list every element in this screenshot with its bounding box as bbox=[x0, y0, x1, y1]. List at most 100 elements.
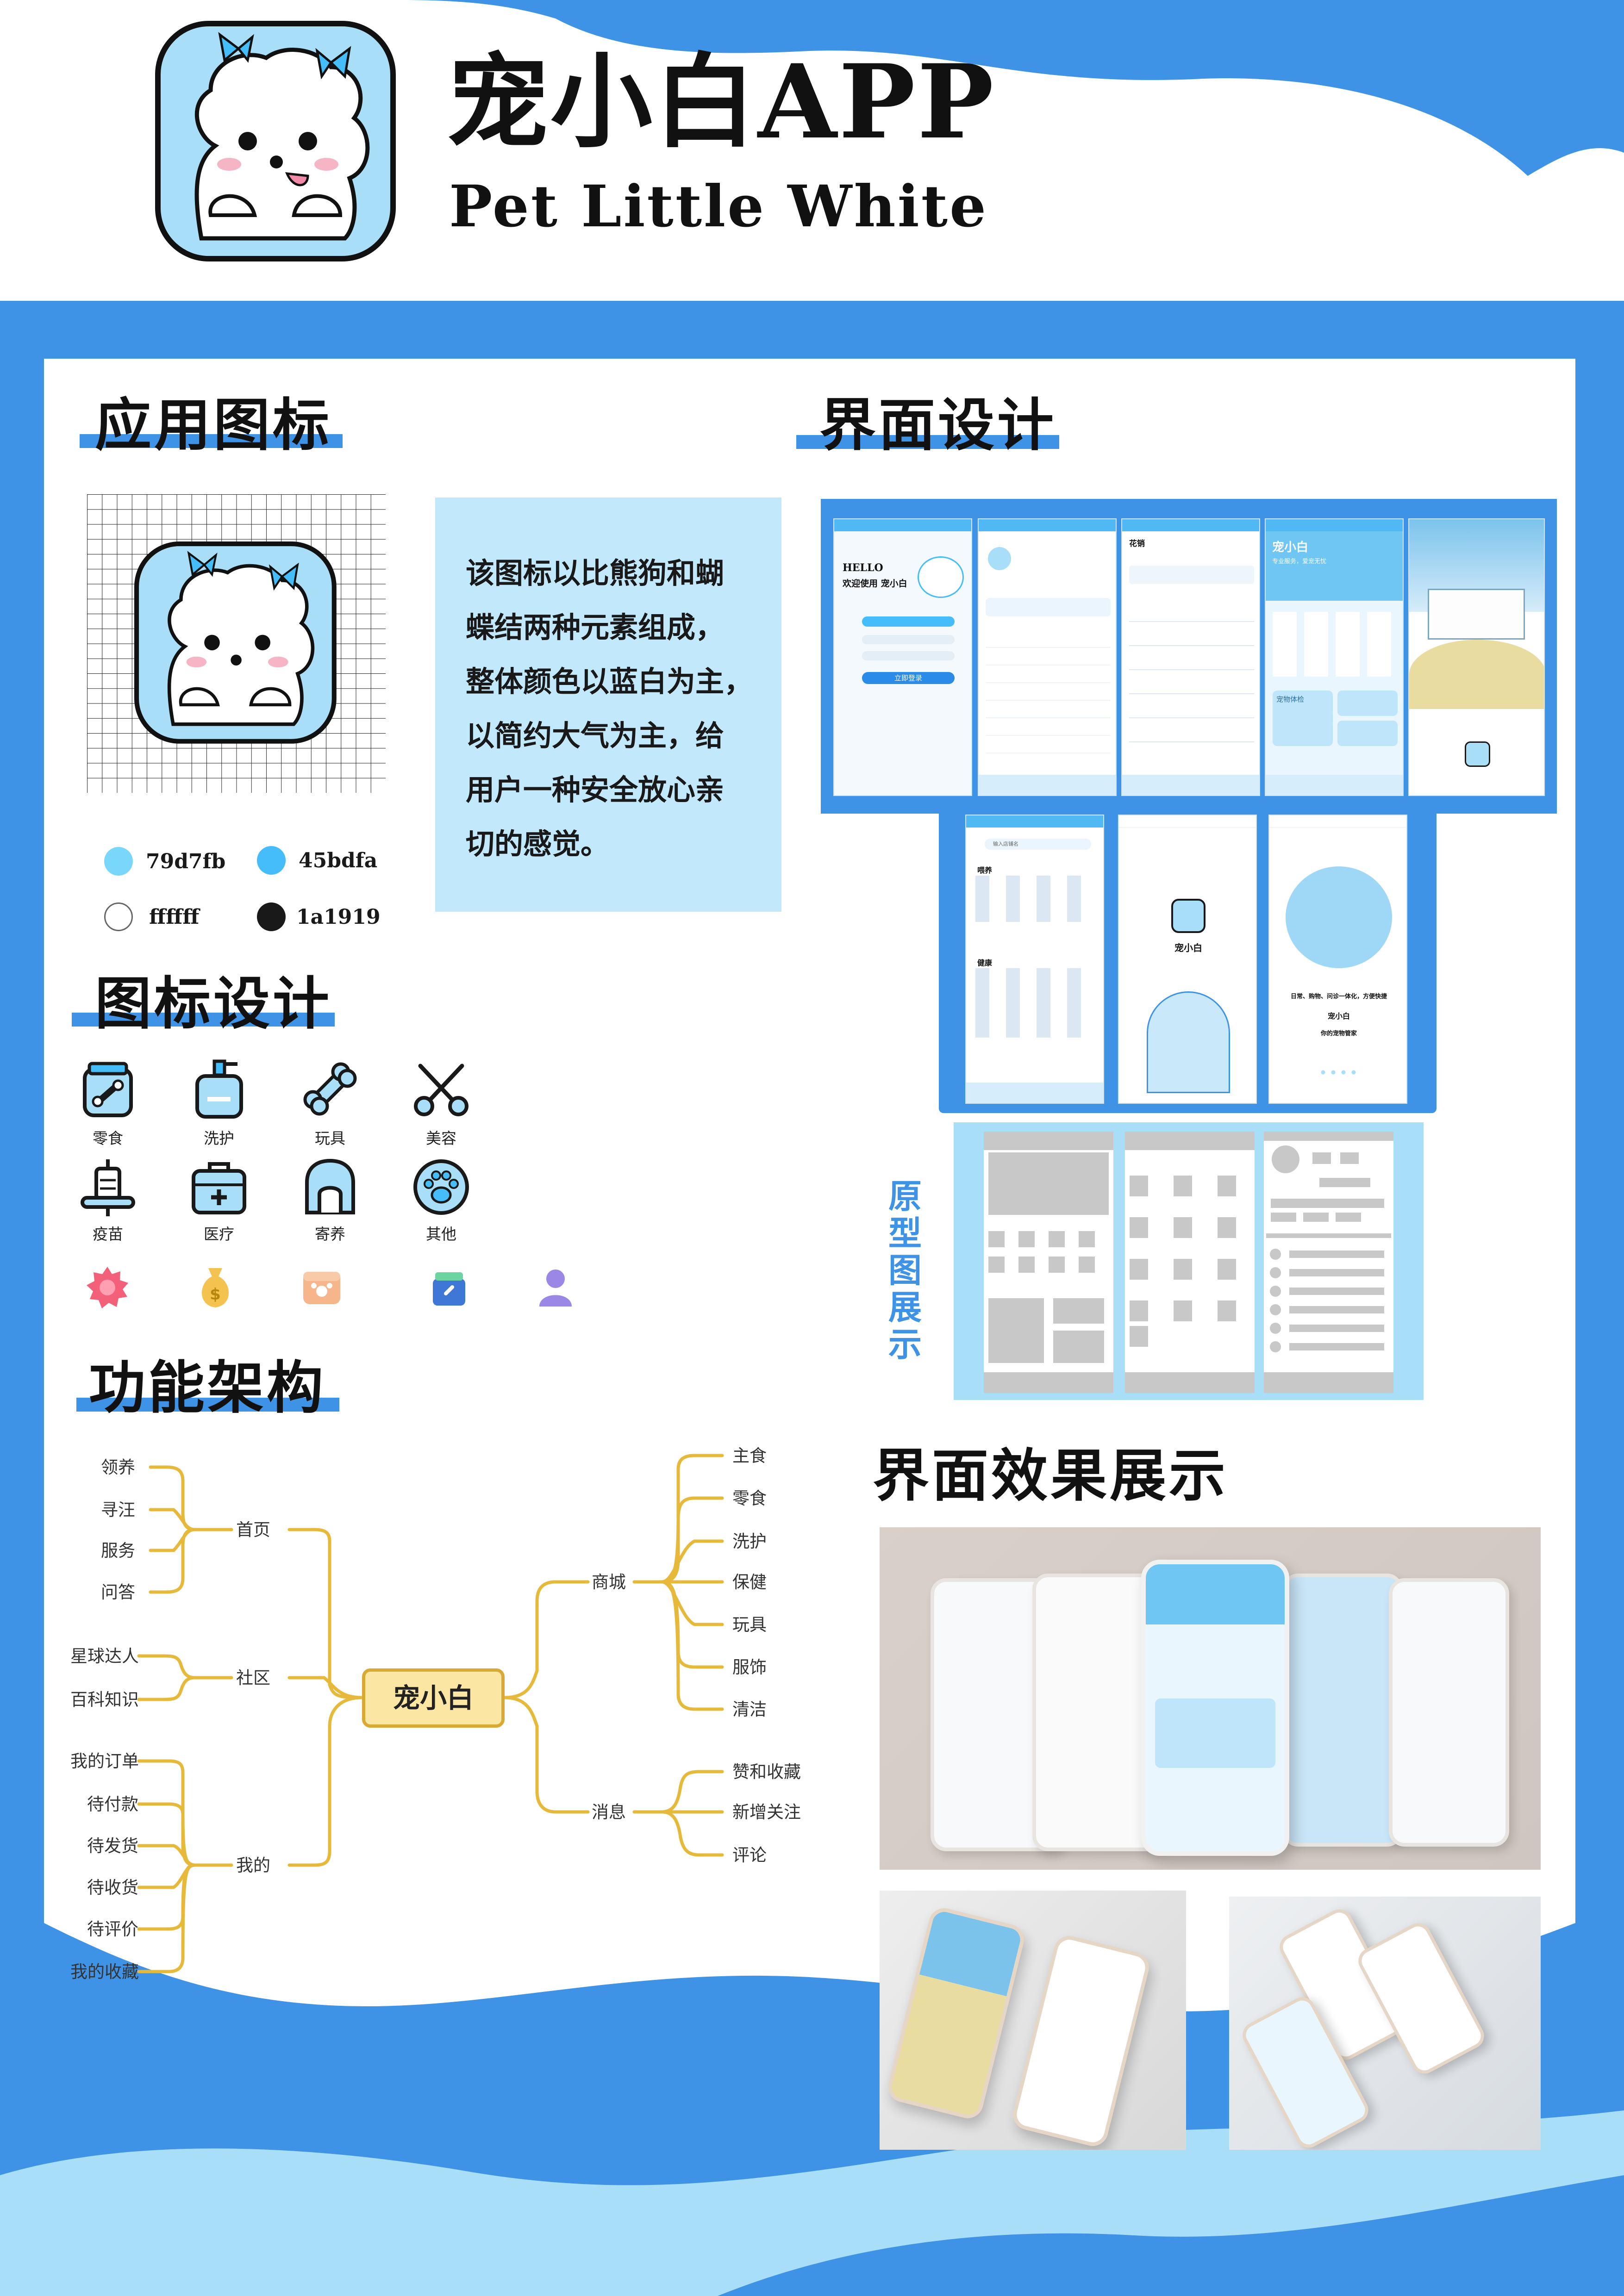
mindmap-branches bbox=[137, 1454, 724, 1973]
timer-card bbox=[986, 598, 1111, 616]
spend-screen: 花销 bbox=[1121, 518, 1260, 796]
description-line: 整体颜色以蓝白为主， bbox=[466, 665, 753, 698]
svg-text:$: $ bbox=[210, 1285, 221, 1304]
description-line: 切的感觉。 bbox=[466, 827, 610, 861]
record-screen bbox=[978, 518, 1117, 796]
home-brand: 宠小白 bbox=[1272, 541, 1309, 554]
mindmap-node-mine: 我的 bbox=[236, 1855, 270, 1875]
swatch-label: 45bdfa bbox=[299, 849, 378, 872]
app-icon-logo bbox=[155, 21, 396, 261]
description-line: 以简约大气为主，给 bbox=[466, 719, 725, 753]
pet-bed-icon bbox=[303, 1272, 340, 1304]
description-line: 该图标以比熊狗和蝴 bbox=[466, 556, 725, 590]
mindmap-leaf: 待评价 bbox=[87, 1919, 138, 1939]
yard-ground bbox=[1409, 640, 1544, 709]
money-bag-icon: $ bbox=[201, 1268, 229, 1307]
mindmap-leaf: 评论 bbox=[732, 1845, 767, 1865]
splash-scene-screen bbox=[1408, 518, 1545, 796]
spend-title: 花销 bbox=[1129, 539, 1145, 548]
section-underline bbox=[72, 1013, 335, 1027]
home-slogan: 专业服务，爱宠无忧 bbox=[1272, 558, 1327, 565]
dog-avatar bbox=[918, 556, 964, 598]
mockup-photo-left bbox=[880, 1891, 1186, 2150]
promo-card[interactable] bbox=[1337, 721, 1398, 746]
mockup-phone bbox=[1010, 1932, 1152, 2150]
code-field[interactable] bbox=[862, 651, 955, 660]
health-category: 健康 bbox=[977, 958, 993, 967]
feed-items bbox=[975, 876, 1096, 922]
mindmap-node-home: 首页 bbox=[236, 1520, 270, 1540]
icon-description: 该图标以比熊狗和蝴 蝶结两种元素组成， 整体颜色以蓝白为主， 以简约大气为主，给… bbox=[435, 498, 781, 912]
swatch-label: ffffff bbox=[149, 905, 200, 929]
section-underline bbox=[76, 1398, 339, 1412]
mindmap-leaf: 保健 bbox=[732, 1572, 767, 1592]
app-icon-small bbox=[1465, 741, 1490, 767]
icon-label: 医疗 bbox=[204, 1225, 234, 1243]
mockup-phone-front bbox=[1141, 1560, 1289, 1856]
icon-label: 洗护 bbox=[204, 1129, 234, 1147]
swatch-45bdfa bbox=[257, 846, 286, 875]
section-title-icon-design: 图标设计 bbox=[95, 971, 332, 1037]
scissors-icon bbox=[414, 1064, 468, 1116]
mockup-phone bbox=[1389, 1578, 1509, 1847]
mindmap-node-message: 消息 bbox=[592, 1802, 626, 1822]
pet-avatar bbox=[988, 547, 1011, 570]
sun-badge-icon bbox=[87, 1267, 128, 1308]
onboarding-illustration bbox=[1286, 866, 1392, 968]
mall-screen: 输入店铺名 喂养 健康 bbox=[965, 815, 1104, 1104]
tab-switch[interactable] bbox=[862, 616, 955, 627]
mall-search-input[interactable]: 输入店铺名 bbox=[985, 839, 1091, 850]
mindmap-leaf: 我的收藏 bbox=[70, 1962, 139, 1982]
onboarding-screen: 日常、购物、问诊一体化，方便快捷 宠小白 你的宠物管家 bbox=[1268, 815, 1407, 1104]
mindmap-leaf: 新增关注 bbox=[732, 1802, 801, 1822]
mindmap-leaf: 玩具 bbox=[732, 1615, 767, 1635]
icon-label: 疫苗 bbox=[93, 1225, 123, 1243]
mindmap-leaf: 待发货 bbox=[87, 1836, 138, 1856]
home-banner bbox=[1266, 531, 1403, 601]
phone-field[interactable] bbox=[862, 635, 955, 644]
mindmap-leaf: 星球达人 bbox=[70, 1646, 139, 1666]
hello-text: HELLO bbox=[843, 562, 883, 574]
shampoo-icon bbox=[195, 1059, 243, 1119]
grooming-box-icon bbox=[433, 1272, 465, 1306]
snack-icon bbox=[83, 1062, 133, 1117]
mindmap-leaf: 我的订单 bbox=[70, 1751, 139, 1771]
spend-list bbox=[1129, 598, 1254, 755]
icon-label: 美容 bbox=[426, 1129, 456, 1147]
prototype-label: 原型图展示 bbox=[888, 1177, 922, 1364]
login-button[interactable]: 立即登录 bbox=[862, 672, 955, 684]
checkup-card[interactable]: 宠物体检 bbox=[1273, 691, 1333, 746]
record-list bbox=[986, 630, 1111, 769]
section-title-ui-effect: 界面效果展示 bbox=[873, 1443, 1228, 1509]
pet-house-icon bbox=[305, 1158, 355, 1214]
mindmap-leaf: 百科知识 bbox=[70, 1690, 139, 1710]
paw-icon bbox=[413, 1159, 469, 1215]
mindmap-leaf: 洗护 bbox=[732, 1531, 767, 1551]
onboarding-line: 日常、购物、问诊一体化，方便快捷 bbox=[1290, 993, 1387, 1000]
splash-screen: 宠小白 bbox=[1118, 815, 1257, 1104]
description-line: 用户一种安全放心亲 bbox=[466, 773, 725, 807]
app-title: 宠小白APP bbox=[447, 42, 996, 162]
icon-grid bbox=[87, 494, 386, 793]
mindmap-leaf: 领养 bbox=[101, 1457, 135, 1477]
mindmap-leaf: 待付款 bbox=[87, 1794, 138, 1814]
mindmap-node-community: 社区 bbox=[236, 1668, 270, 1688]
onboarding-sub: 你的宠物管家 bbox=[1320, 1030, 1357, 1037]
icon-label: 其他 bbox=[426, 1225, 456, 1243]
swatch-79d7fb bbox=[104, 847, 133, 876]
page-dots[interactable] bbox=[1318, 1070, 1360, 1075]
icon-label: 寄养 bbox=[315, 1225, 345, 1243]
mockup-photo-right bbox=[1229, 1897, 1541, 2150]
mindmap-leaf: 服务 bbox=[101, 1541, 135, 1561]
promo-card[interactable] bbox=[1337, 691, 1398, 716]
swatch-ffffff bbox=[104, 902, 133, 931]
feed-category: 喂养 bbox=[977, 866, 993, 875]
mindmap-leaf: 清洁 bbox=[732, 1699, 767, 1719]
section-title-architecture: 功能架构 bbox=[89, 1355, 326, 1421]
mindmap-center: 宠小白 bbox=[362, 1668, 505, 1728]
mindmap-leaf: 待收货 bbox=[87, 1878, 138, 1898]
app-subtitle: Pet Little White bbox=[449, 173, 988, 240]
splash-illustration bbox=[1147, 991, 1230, 1093]
section-underline bbox=[80, 434, 343, 448]
swatch-label: 1a1919 bbox=[296, 905, 381, 929]
